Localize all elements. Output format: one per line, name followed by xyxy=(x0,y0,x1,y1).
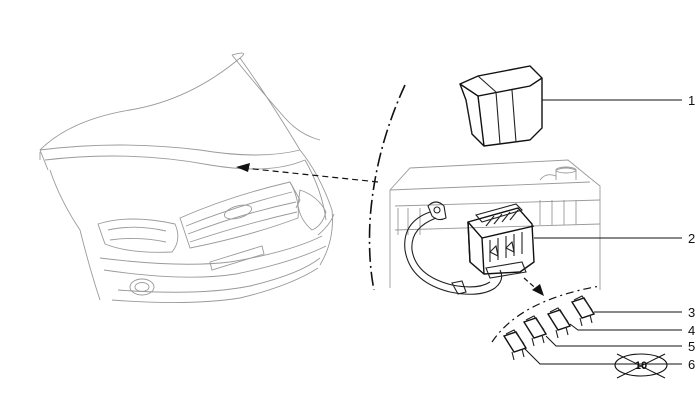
arrow-head-icon xyxy=(532,284,544,296)
detail-separator-arc xyxy=(368,84,406,291)
fuse-box xyxy=(467,203,535,279)
car-front-illustration xyxy=(39,52,335,304)
fuse-box-cover xyxy=(459,65,543,147)
power-cable xyxy=(404,201,503,295)
fuse-5 xyxy=(522,315,548,347)
callout-labels: 1 2 3 4 5 6 xyxy=(688,93,695,372)
fuse-3 xyxy=(570,295,596,327)
fuse-group: 10 xyxy=(491,277,668,379)
battery-illustration xyxy=(389,159,601,290)
leader-lines xyxy=(523,99,682,365)
fuse-4 xyxy=(546,307,572,339)
callout-1: 1 xyxy=(688,93,695,108)
fuse-rating-marker: 10 xyxy=(614,353,668,379)
fuse-rating-label: 10 xyxy=(635,360,647,372)
fuse-6 xyxy=(502,329,528,361)
callout-3: 3 xyxy=(688,305,695,320)
callout-2: 2 xyxy=(688,231,695,246)
callout-6: 6 xyxy=(688,357,695,372)
location-arrow xyxy=(236,163,379,183)
callout-4: 4 xyxy=(688,323,695,338)
callout-5: 5 xyxy=(688,339,695,354)
